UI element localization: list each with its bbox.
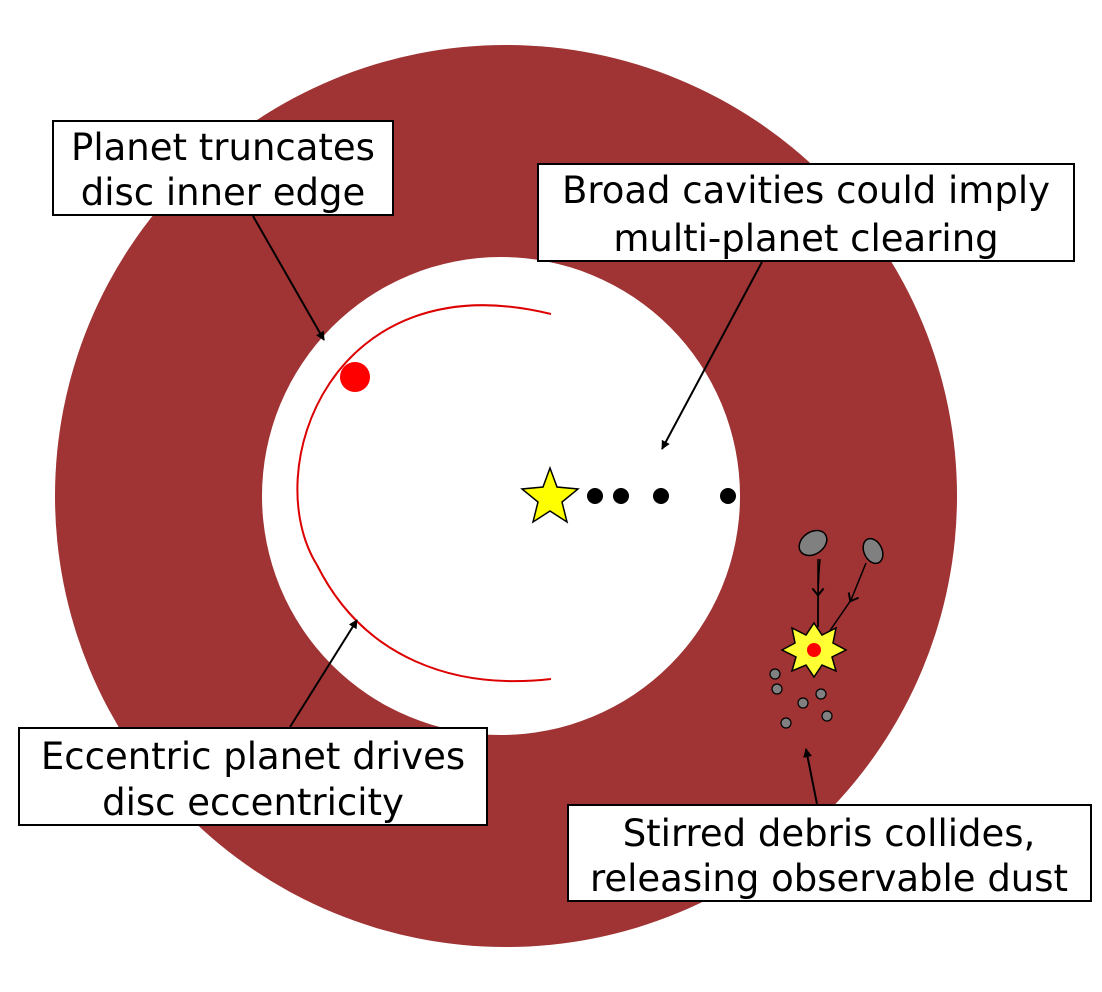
dust-grain [815, 688, 827, 700]
label-stirred-debris: Stirred debris collides, releasing obser… [567, 804, 1092, 902]
inner-planet-dot [587, 488, 603, 504]
label-line: disc inner edge [81, 171, 366, 214]
dust-grain [821, 710, 833, 722]
truncate-arrow [252, 215, 325, 341]
label-line: Stirred debris collides, [623, 812, 1036, 855]
label-eccentric-planet: Eccentric planet drives disc eccentricit… [18, 727, 488, 826]
collision-core [807, 643, 821, 657]
dust-grain [797, 697, 809, 709]
label-box [567, 804, 1092, 902]
label-line: Eccentric planet drives [41, 735, 465, 778]
cavities-arrow [661, 261, 763, 450]
label-box [52, 120, 394, 216]
inner-planet-dot [720, 488, 736, 504]
debris-planetesimal [798, 529, 828, 557]
planet-icon [340, 362, 370, 392]
label-box [537, 163, 1075, 262]
dust-grain [780, 717, 792, 729]
label-broad-cavities: Broad cavities could imply multi-planet … [537, 163, 1075, 262]
label-planet-truncates: Planet truncates disc inner edge [52, 120, 394, 216]
debris-trajectory [828, 562, 867, 633]
dust-grain [769, 668, 781, 680]
dust-grain [771, 683, 783, 695]
label-line: releasing observable dust [590, 857, 1068, 900]
eccentric-arrow [289, 619, 358, 728]
label-line: Broad cavities could imply [562, 169, 1050, 212]
debris-arrow [803, 748, 818, 805]
label-line: Planet truncates [71, 126, 375, 169]
inner-planet-dot [653, 488, 669, 504]
star-icon [520, 465, 580, 524]
label-line: disc eccentricity [102, 781, 404, 824]
disc-cavity [262, 257, 740, 735]
debris-planetesimal [862, 537, 884, 565]
planet-orbit [296, 304, 552, 683]
label-box [18, 727, 488, 826]
label-line: multi-planet clearing [613, 217, 998, 260]
inner-planet-dot [613, 488, 629, 504]
